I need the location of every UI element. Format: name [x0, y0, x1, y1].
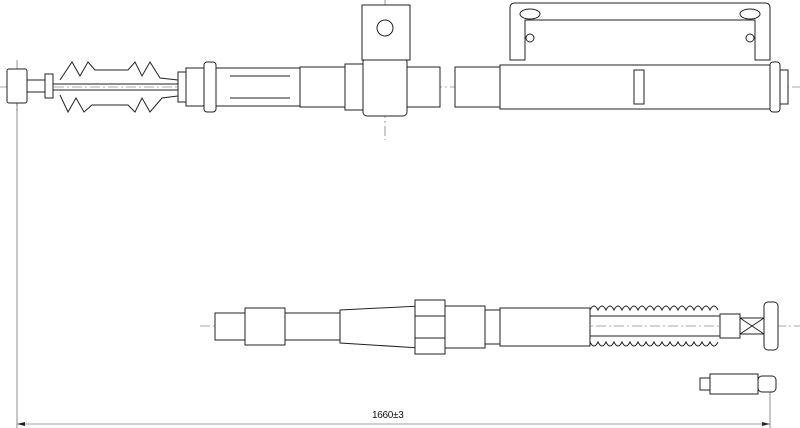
- mounting-bracket: [509, 2, 771, 61]
- outer-tube: [499, 64, 771, 110]
- rubber-boot: [59, 61, 179, 81]
- overall-length-dimension: 1660±3: [372, 410, 404, 421]
- dimension-line: [16, 100, 771, 428]
- spring: [589, 305, 719, 312]
- end-fitting: [6, 68, 28, 104]
- mounting-clip: [362, 57, 408, 117]
- bottom-cable-assembly: [214, 299, 779, 355]
- conical-fitting: [339, 305, 421, 349]
- cable-end: [763, 301, 779, 351]
- retainer-block: [414, 299, 446, 355]
- end-nipple: [699, 373, 777, 395]
- top-cable-assembly: [6, 2, 789, 117]
